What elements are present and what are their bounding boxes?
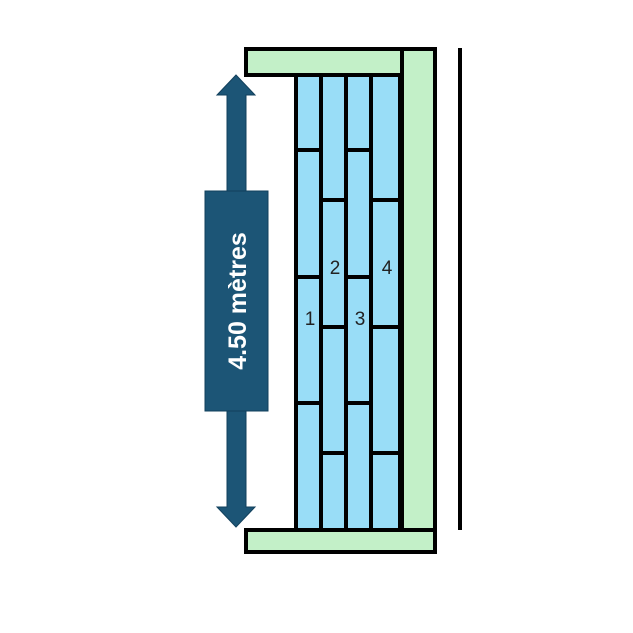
plank-col4-segment — [369, 325, 402, 455]
plank-col2-segment — [319, 73, 348, 202]
plank-col2-segment — [319, 325, 348, 455]
planks-group — [294, 73, 402, 532]
plank-col1-segment — [294, 401, 323, 532]
plank-col1-segment — [294, 275, 323, 405]
plank-col3-segment — [344, 401, 373, 532]
arrow-down-head — [215, 409, 257, 528]
arrow-up-head — [215, 74, 257, 193]
plank-col1-segment — [294, 73, 323, 152]
dimension-arrow — [204, 74, 269, 528]
plank-label-3: 3 — [355, 309, 366, 330]
plank-col3-segment — [344, 73, 373, 152]
plank-col2-segment — [319, 451, 348, 532]
plank-label-2: 2 — [330, 258, 341, 279]
plank-col4-segment — [369, 198, 402, 329]
plank-label-4: 4 — [382, 258, 393, 279]
dimension-box — [204, 190, 269, 412]
plank-col3-segment — [344, 148, 373, 279]
plank-label-1: 1 — [305, 309, 316, 330]
plank-col3-segment — [344, 275, 373, 405]
bottom-frame-bar — [244, 528, 437, 554]
plank-col1-segment — [294, 148, 323, 279]
plank-col4-segment — [369, 73, 402, 202]
right-frame-column — [400, 47, 437, 532]
top-frame-bar — [244, 47, 404, 77]
plank-col4-segment — [369, 451, 402, 532]
dimension-label: 4.50 mètres — [224, 232, 252, 370]
